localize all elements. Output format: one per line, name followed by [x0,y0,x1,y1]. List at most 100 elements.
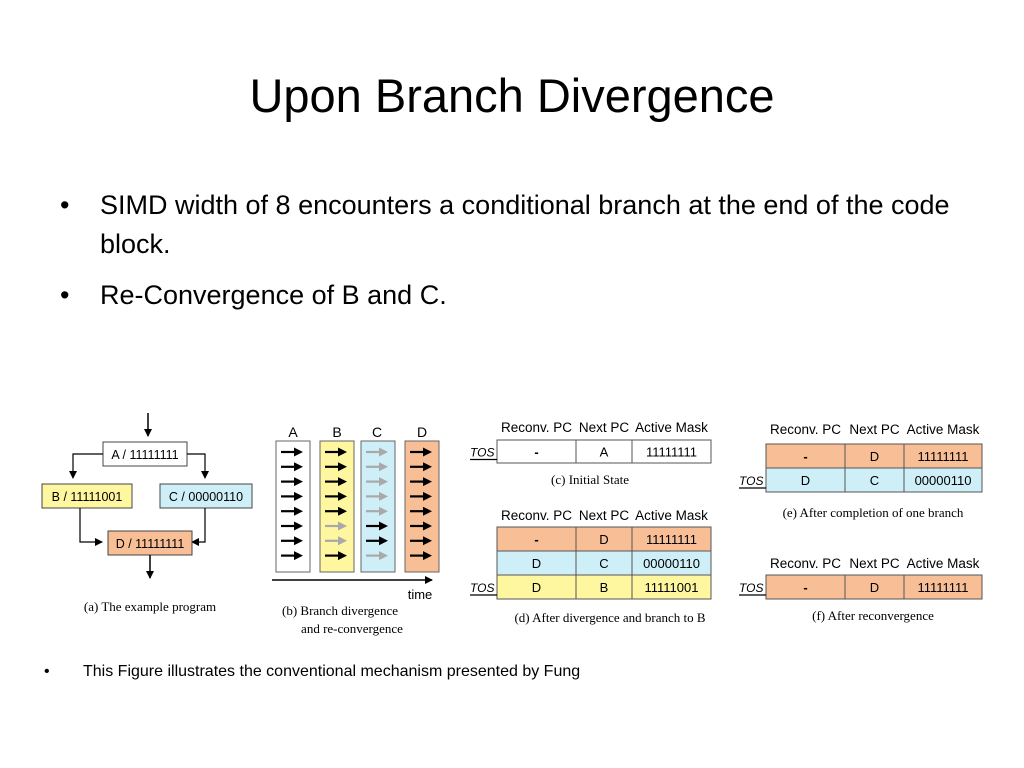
stack-row-bg [765,443,983,469]
lane-header: A [288,424,298,440]
stack-row: D C 00000110 [496,550,712,576]
lane-arrow-icon [281,447,303,457]
stack-header-cell: Active Mask [635,508,708,523]
edge-c-d [191,508,206,546]
caption-a: (a) The example program [84,599,216,614]
node-c-label: C / 00000110 [169,490,243,504]
stack-header-cell: Reconv. PC [770,422,841,437]
stack-row: - D 11111111 TOS [739,574,983,600]
stack-row-bg [496,574,712,600]
stack-caption-e: (e) After completion of one branch [783,505,964,520]
bullet-item: • SIMD width of 8 encounters a condition… [60,186,980,264]
stack-caption-c: (c) Initial State [551,472,629,487]
lane-arrow-icon [366,491,388,501]
stack-header-cell: Active Mask [635,420,708,435]
lane-arrow-icon [366,521,388,531]
stack-row: D B 11111001 TOS [470,574,712,600]
stack-cell: - [803,580,807,595]
stack-cell: B [600,580,609,595]
stack-header-cell: Reconv. PC [501,508,572,523]
lane-arrow-icon [281,536,303,546]
lane-arrow-icon [325,506,347,516]
lane-arrow-icon [325,447,347,457]
stack-cell: D [870,449,879,464]
node-a-label: A / 11111111 [111,448,178,462]
stack-cell: 11111111 [646,532,697,547]
edge-a-b [69,453,103,479]
stack-cell: 00000110 [915,473,972,488]
lane-arrow-icon [281,462,303,472]
node-b-label: B / 11111001 [52,490,123,504]
tos-label: TOS [739,581,763,595]
stack-row-bg [496,526,712,552]
lane-arrow-icon [366,551,388,561]
bullet-text: SIMD width of 8 encounters a conditional… [100,190,950,259]
slide-title: Upon Branch Divergence [249,69,775,122]
lane-arrow-icon [410,506,432,516]
lane-arrow-icon [410,477,432,487]
node-a [102,441,188,467]
lane-header: C [372,424,382,440]
bullet-text: Re-Convergence of B and C. [100,280,447,310]
stack-cell: 11111111 [646,445,697,460]
stack-cell: 00000110 [643,556,700,571]
lane-d [404,440,440,573]
lane-arrow-icon [366,506,388,516]
stack-header-cell: Next PC [579,420,630,435]
stack-header-cell: Next PC [849,422,900,437]
lane-arrow-icon [410,536,432,546]
stack-cell: D [532,556,541,571]
lane-arrow-icon [325,491,347,501]
stack-cell: D [870,580,879,595]
stack-cell: D [801,473,810,488]
stack-cell: - [534,532,538,547]
stack-header-cell: Active Mask [907,422,980,437]
node-d [107,530,193,556]
lane-b [319,440,355,573]
bullet-dot-icon: • [60,190,70,220]
stack-cell: - [534,445,538,460]
stack-cell: - [803,449,807,464]
lane-arrow-icon [325,477,347,487]
caption-b-line1: (b) Branch divergence [282,603,398,618]
lane-arrow-icon [325,462,347,472]
lane-header: D [417,424,427,440]
lane-arrow-icon [281,491,303,501]
lane-arrow-icon [410,551,432,561]
stack-row: - D 11111111 [496,526,712,552]
lane-c [360,440,396,573]
stack-row-bg [496,550,712,576]
time-label: time [408,587,433,602]
stack-cell: D [599,532,608,547]
stack-row-bg [496,439,712,464]
lane-arrow-icon [410,447,432,457]
lane-arrow-icon [325,551,347,561]
node-b [41,483,133,509]
lane-arrow-icon [325,536,347,546]
stack-row-bg [765,467,983,493]
stack-row: - D 11111111 [765,443,983,469]
footnote-dot-icon: • [44,663,50,680]
lane-a [275,440,311,573]
tos-label: TOS [470,446,494,460]
stack-cell: 11111001 [645,580,699,595]
edge-b-d [79,508,103,546]
tos-label: TOS [470,581,494,595]
stack-cell: C [599,556,608,571]
lane-arrow-icon [281,521,303,531]
stack-cell: 11111111 [917,449,968,464]
example-program: A / 11111111 B / 11111001 C / 00000110 D… [41,413,253,614]
lane-arrow-icon [281,551,303,561]
stack-cell: C [870,473,879,488]
stack-cell: D [532,580,541,595]
stack-cell: 11111111 [917,580,968,595]
lane-arrow-icon [366,447,388,457]
stack-header-cell: Next PC [849,556,900,571]
